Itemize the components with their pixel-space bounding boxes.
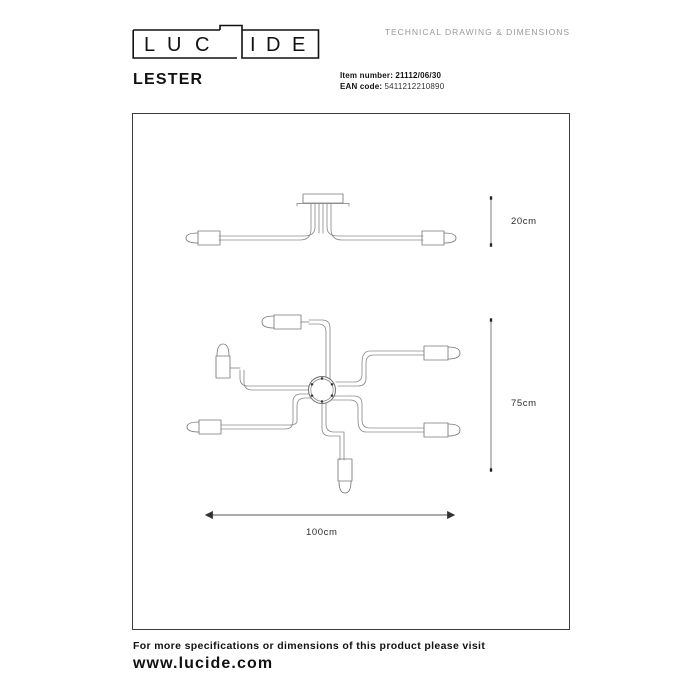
item-number-value: 21112/06/30 (395, 71, 442, 80)
logo-letter-l: L (144, 34, 155, 56)
lucide-logo-mark: L U C I D E (132, 24, 320, 59)
logo-letter-i: I (250, 34, 256, 56)
logo-letter-u: U (167, 34, 181, 56)
lucide-logo: L U C I D E (132, 24, 320, 64)
item-number-row: Item number: 21112/06/30 (340, 70, 444, 81)
ean-code-value: 5411212210890 (384, 82, 445, 91)
logo-letter-c: C (195, 34, 209, 56)
page-footer: For more specifications or dimensions of… (133, 640, 593, 673)
ean-code-separator: : (379, 82, 383, 91)
drawing-frame (132, 113, 570, 630)
ean-code-row: EAN code: 5411212210890 (340, 81, 444, 92)
page-header: L U C I D E TECHNICAL DRAWING & DIMENSIO… (0, 0, 700, 100)
footer-website[interactable]: www.lucide.com (133, 655, 274, 672)
dimension-label-depth: 75cm (511, 398, 537, 409)
dimension-label-width: 100cm (306, 527, 338, 538)
product-title: LESTER (133, 71, 204, 88)
footer-text: For more specifications or dimensions of… (133, 640, 486, 652)
product-codes: Item number: 21112/06/30 EAN code: 54112… (340, 70, 444, 92)
ean-code-label: EAN code (340, 82, 380, 91)
item-number-label: Item number: (340, 71, 394, 80)
header-tagline: TECHNICAL DRAWING & DIMENSIONS (384, 27, 570, 37)
logo-letter-d: D (266, 34, 280, 56)
logo-letter-e: E (292, 34, 305, 56)
dimension-label-height: 20cm (511, 216, 537, 227)
